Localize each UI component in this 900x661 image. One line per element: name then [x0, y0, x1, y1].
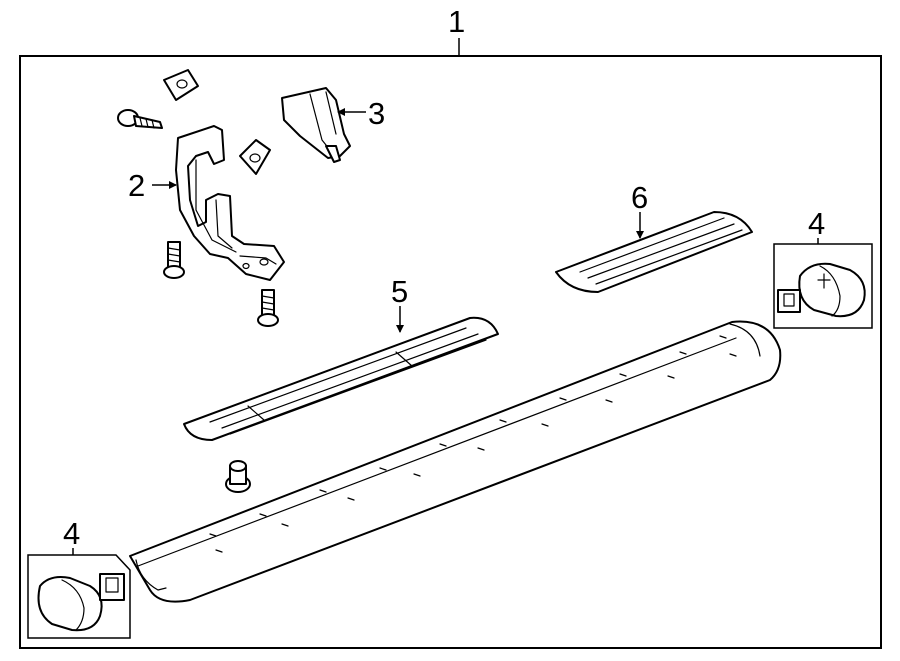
callout-2: 2 — [128, 168, 145, 203]
running-board — [129, 320, 782, 603]
step-pad-short — [555, 211, 753, 293]
mount-cover-part — [281, 87, 351, 163]
step-pad-long — [183, 316, 499, 441]
grommet-part — [225, 460, 251, 493]
end-cap-box-left — [27, 554, 131, 639]
clip-nut-top — [163, 69, 199, 101]
bolt-lower-left — [163, 241, 185, 279]
callout-5: 5 — [391, 274, 408, 309]
callout-4-left: 4 — [63, 516, 80, 551]
end-cap-box-right — [773, 243, 873, 329]
bolt-lower-center — [257, 289, 279, 327]
callout-4-right: 4 — [808, 206, 825, 241]
clip-nut-side — [239, 139, 271, 175]
screw-fastener — [117, 109, 163, 129]
bracket-part — [175, 125, 285, 281]
callout-3: 3 — [368, 96, 385, 131]
callout-1: 1 — [448, 4, 465, 39]
callout-6: 6 — [631, 180, 648, 215]
assembly-frame — [19, 55, 882, 649]
